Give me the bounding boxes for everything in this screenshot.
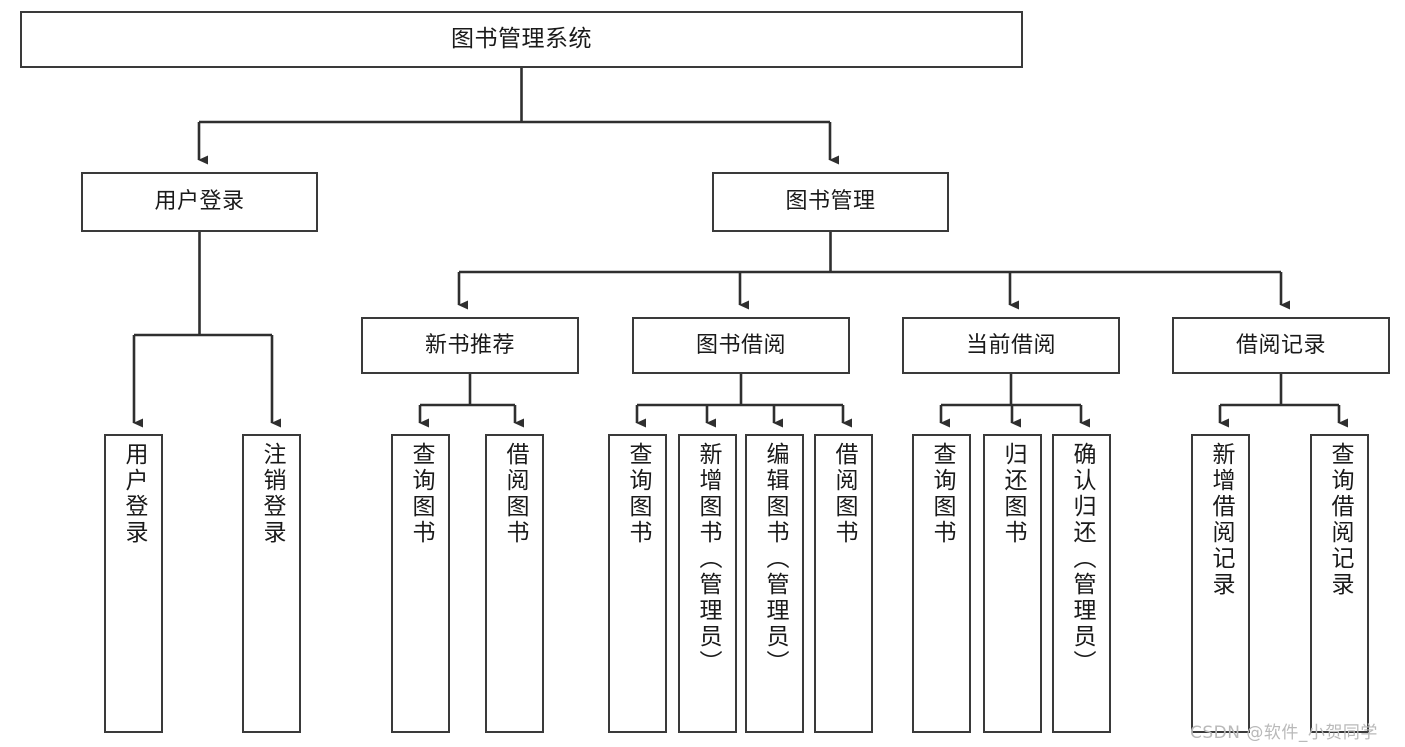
leaf-add-borrow-record[interactable]: 新增借阅记录 (1191, 434, 1250, 733)
leaf-query-book-recommend[interactable]: 查询图书 (391, 434, 450, 733)
node-root-label: 图书管理系统 (451, 25, 592, 52)
leaf-return-book-label: 归还图书 (1000, 442, 1026, 546)
leaf-user-login-label: 用户登录 (121, 442, 147, 546)
node-user-login[interactable]: 用户登录 (81, 172, 318, 232)
node-book-management-label: 图书管理 (785, 189, 876, 215)
leaf-return-book[interactable]: 归还图书 (983, 434, 1042, 733)
node-book-borrow[interactable]: 图书借阅 (632, 317, 850, 374)
leaf-edit-book-admin[interactable]: 编辑图书（管理员） (745, 434, 804, 733)
leaf-borrow-book-label: 借阅图书 (831, 442, 857, 546)
leaf-borrow-book-recommend[interactable]: 借阅图书 (485, 434, 544, 733)
node-new-book-recommend[interactable]: 新书推荐 (361, 317, 579, 374)
node-current-borrow[interactable]: 当前借阅 (902, 317, 1120, 374)
node-borrow-record[interactable]: 借阅记录 (1172, 317, 1390, 374)
leaf-query-book-recommend-label: 查询图书 (408, 442, 434, 546)
leaf-query-book-current[interactable]: 查询图书 (912, 434, 971, 733)
node-book-borrow-label: 图书借阅 (695, 332, 786, 358)
leaf-logout[interactable]: 注销登录 (242, 434, 301, 733)
node-current-borrow-label: 当前借阅 (965, 332, 1056, 358)
node-book-management[interactable]: 图书管理 (712, 172, 949, 232)
leaf-add-book-admin[interactable]: 新增图书（管理员） (678, 434, 737, 733)
leaf-query-book-borrow-label: 查询图书 (625, 442, 651, 546)
leaf-confirm-return-admin[interactable]: 确认归还（管理员） (1052, 434, 1111, 733)
leaf-add-book-admin-label: 新增图书（管理员） (695, 442, 721, 676)
leaf-borrow-book-recommend-label: 借阅图书 (502, 442, 528, 546)
leaf-borrow-book[interactable]: 借阅图书 (814, 434, 873, 733)
node-root[interactable]: 图书管理系统 (20, 11, 1023, 68)
leaf-edit-book-admin-label: 编辑图书（管理员） (762, 442, 788, 676)
node-user-login-label: 用户登录 (154, 189, 245, 215)
leaf-query-borrow-record-label: 查询借阅记录 (1327, 442, 1353, 598)
leaf-query-book-borrow[interactable]: 查询图书 (608, 434, 667, 733)
watermark: CSDN @软件_小贺同学 (1190, 723, 1378, 743)
leaf-logout-label: 注销登录 (259, 442, 285, 546)
leaf-add-borrow-record-label: 新增借阅记录 (1208, 442, 1234, 598)
leaf-user-login[interactable]: 用户登录 (104, 434, 163, 733)
leaf-query-book-current-label: 查询图书 (929, 442, 955, 546)
leaf-confirm-return-admin-label: 确认归还（管理员） (1069, 442, 1095, 676)
node-borrow-record-label: 借阅记录 (1235, 332, 1326, 358)
node-new-book-recommend-label: 新书推荐 (424, 332, 515, 358)
leaf-query-borrow-record[interactable]: 查询借阅记录 (1310, 434, 1369, 733)
